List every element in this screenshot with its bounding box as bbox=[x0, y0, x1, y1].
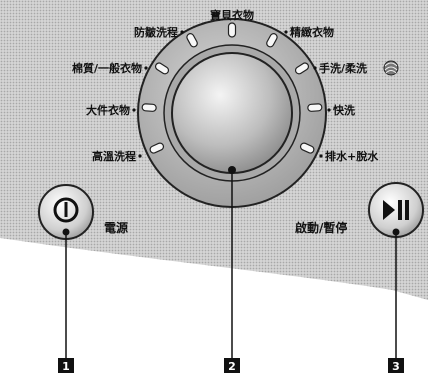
start-pause-button[interactable] bbox=[368, 182, 424, 238]
callout-3-text: 3 bbox=[392, 360, 400, 373]
callout-2-text: 2 bbox=[228, 360, 236, 373]
leader-lines bbox=[65, 170, 397, 358]
power-button[interactable] bbox=[38, 184, 94, 240]
program-indicator-light bbox=[141, 103, 157, 112]
bullet-dot bbox=[180, 30, 184, 34]
play-pause-icon bbox=[383, 200, 409, 220]
program-indicator-light bbox=[154, 62, 170, 75]
bullet-dot bbox=[319, 154, 323, 158]
program-labels: 高溫洗程 大件衣物 棉質/一般衣物 防皺洗程 寶貝衣物 精緻衣物 手洗/柔洗 快… bbox=[72, 8, 379, 163]
bullet-dot bbox=[327, 108, 331, 112]
program-indicator-light bbox=[307, 103, 323, 112]
bullet-dot bbox=[138, 154, 142, 158]
wool-ball-icon bbox=[383, 60, 399, 76]
bullet-dot bbox=[313, 66, 317, 70]
power-icon bbox=[53, 197, 79, 223]
program-label-bulky: 大件衣物 bbox=[86, 103, 130, 117]
program-indicators bbox=[141, 22, 323, 154]
program-indicator-light bbox=[299, 142, 315, 154]
bullet-dot bbox=[132, 108, 136, 112]
callout-1-text: 1 bbox=[62, 360, 70, 373]
program-label-bullets bbox=[132, 30, 331, 158]
program-dial bbox=[137, 18, 327, 208]
start-pause-label: 啟動/暫停 bbox=[295, 220, 347, 235]
program-indicator-light bbox=[186, 33, 198, 48]
program-indicator-light bbox=[149, 142, 165, 154]
program-label-delicate: 精緻衣物 bbox=[290, 25, 334, 39]
program-label-baby: 寶貝衣物 bbox=[210, 8, 254, 22]
program-indicator-light bbox=[227, 22, 237, 38]
program-label-drain-spin: 排水+脫水 bbox=[325, 149, 379, 163]
program-indicator-light bbox=[266, 33, 278, 48]
program-indicator-light bbox=[294, 62, 310, 75]
callout-3: 3 bbox=[388, 358, 404, 373]
callout-1: 1 bbox=[58, 358, 74, 373]
program-label-wrinkle-care: 防皺洗程 bbox=[134, 25, 178, 39]
program-label-quick: 快洗 bbox=[332, 103, 355, 117]
power-label: 電源 bbox=[104, 220, 128, 235]
dial-knob[interactable] bbox=[171, 52, 293, 174]
program-label-hand-wash: 手洗/柔洗 bbox=[319, 61, 367, 75]
program-label-cotton: 棉質/一般衣物 bbox=[72, 61, 142, 75]
callout-2: 2 bbox=[224, 358, 240, 373]
bullet-dot bbox=[144, 66, 148, 70]
bullet-dot bbox=[284, 30, 288, 34]
program-label-high-temp: 高溫洗程 bbox=[92, 149, 136, 163]
